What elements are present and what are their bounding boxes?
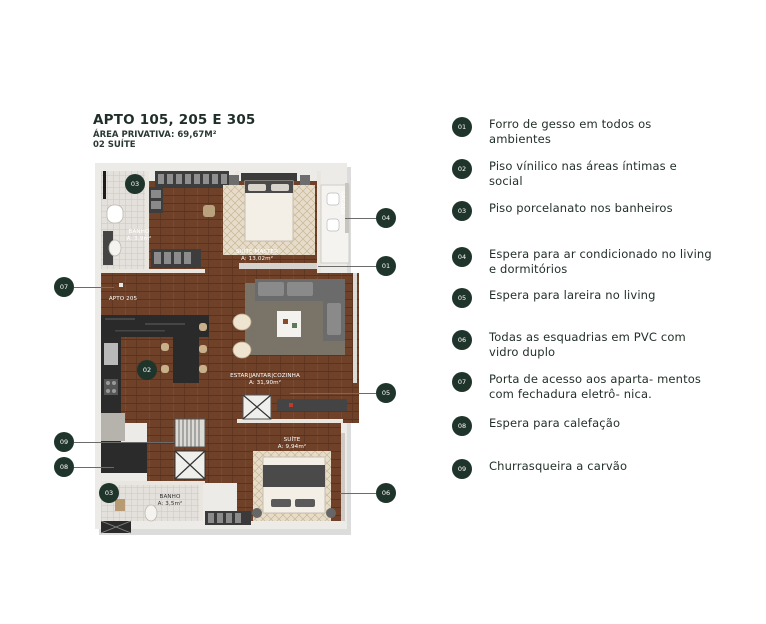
legend-badge-03: 03 bbox=[452, 201, 472, 221]
living-area: A: 31,90m² bbox=[248, 379, 282, 386]
unit-private-area: ÁREA PRIVATIVA: 69,67M² bbox=[93, 130, 217, 140]
legend-badge-02: 02 bbox=[452, 159, 472, 179]
plan-badge-03-bottom: 03 bbox=[99, 483, 119, 503]
bath-top-label: BANHO A: 3,9m² bbox=[109, 229, 169, 242]
legend-text-04: Espera para ar condicionado no living e … bbox=[489, 247, 712, 276]
suite-label: SUÍTE A: 9,94m² bbox=[257, 437, 327, 450]
plan-badge-07: 07 bbox=[54, 277, 74, 297]
bath-bottom-area: A: 3,5m² bbox=[157, 500, 183, 507]
legend-badge-09: 09 bbox=[452, 459, 472, 479]
legend-badge-08: 08 bbox=[452, 416, 472, 436]
legend-text-03: Piso porcelanato nos banheiros bbox=[489, 201, 673, 215]
legend-text-05: Espera para lareira no living bbox=[489, 288, 656, 302]
bath-bottom-name: BANHO bbox=[159, 494, 181, 500]
legend-badge-01: 01 bbox=[452, 117, 472, 137]
callout-line-07 bbox=[74, 287, 114, 288]
legend-text-02: Piso vínilico nas áreas íntimas e social bbox=[489, 159, 677, 188]
legend-badge-05: 05 bbox=[452, 288, 472, 308]
floor-plan-drawing bbox=[95, 163, 359, 535]
plan-badge-02: 02 bbox=[137, 360, 157, 380]
unit-header: APTO 105, 205 E 305 ÁREA PRIVATIVA: 69,6… bbox=[93, 112, 256, 150]
suite-master-name: SUÍTE MASTER bbox=[235, 249, 279, 255]
suite-area: A: 9,94m² bbox=[277, 443, 307, 450]
legend-badge-04: 04 bbox=[452, 247, 472, 267]
bath-top-area: A: 3,9m² bbox=[126, 235, 152, 242]
legend-text-01: Forro de gesso em todos os ambientes bbox=[489, 117, 652, 146]
legend-text-07: Porta de acesso aos aparta- mentos com f… bbox=[489, 372, 702, 401]
living-name: ESTAR|JANTAR|COZINHA bbox=[230, 373, 300, 379]
suite-master-label: SUÍTE MASTER A: 13,02m² bbox=[227, 249, 287, 262]
plan-badge-03-top: 03 bbox=[125, 174, 145, 194]
legend-badge-07: 07 bbox=[452, 372, 472, 392]
callout-line-04 bbox=[345, 218, 377, 219]
suite-master-area: A: 13,02m² bbox=[240, 255, 274, 262]
callout-line-09 bbox=[74, 442, 174, 443]
legend-text-06: Todas as esquadrias em PVC com vidro dup… bbox=[489, 330, 686, 359]
legend-text-09: Churrasqueira a carvão bbox=[489, 459, 628, 473]
plan-badge-01: 01 bbox=[376, 256, 396, 276]
plan-badge-05: 05 bbox=[376, 383, 396, 403]
living-label: ESTAR|JANTAR|COZINHA A: 31,90m² bbox=[215, 373, 315, 386]
unit-title: APTO 105, 205 E 305 bbox=[93, 112, 256, 128]
legend-badge-06: 06 bbox=[452, 330, 472, 350]
plan-badge-06: 06 bbox=[376, 483, 396, 503]
callout-line-08 bbox=[74, 467, 114, 468]
apto-label: APTO 205 bbox=[108, 296, 138, 302]
sacada-label: SACADA bbox=[339, 191, 345, 215]
plan-badge-08: 08 bbox=[54, 457, 74, 477]
callout-line-06 bbox=[340, 493, 376, 494]
floor-plan: BANHO A: 3,9m² SUÍTE MASTER A: 13,02m² S… bbox=[95, 163, 360, 535]
callout-line-05 bbox=[290, 393, 376, 394]
bath-top-name: BANHO bbox=[128, 229, 150, 235]
plan-badge-04: 04 bbox=[376, 208, 396, 228]
plan-badge-09: 09 bbox=[54, 432, 74, 452]
callout-line-01 bbox=[318, 266, 376, 267]
legend-text-08: Espera para calefação bbox=[489, 416, 621, 430]
unit-suites: 02 SUÍTE bbox=[93, 140, 136, 150]
bath-bottom-label: BANHO A: 3,5m² bbox=[145, 494, 195, 507]
suite-name: SUÍTE bbox=[283, 437, 301, 443]
